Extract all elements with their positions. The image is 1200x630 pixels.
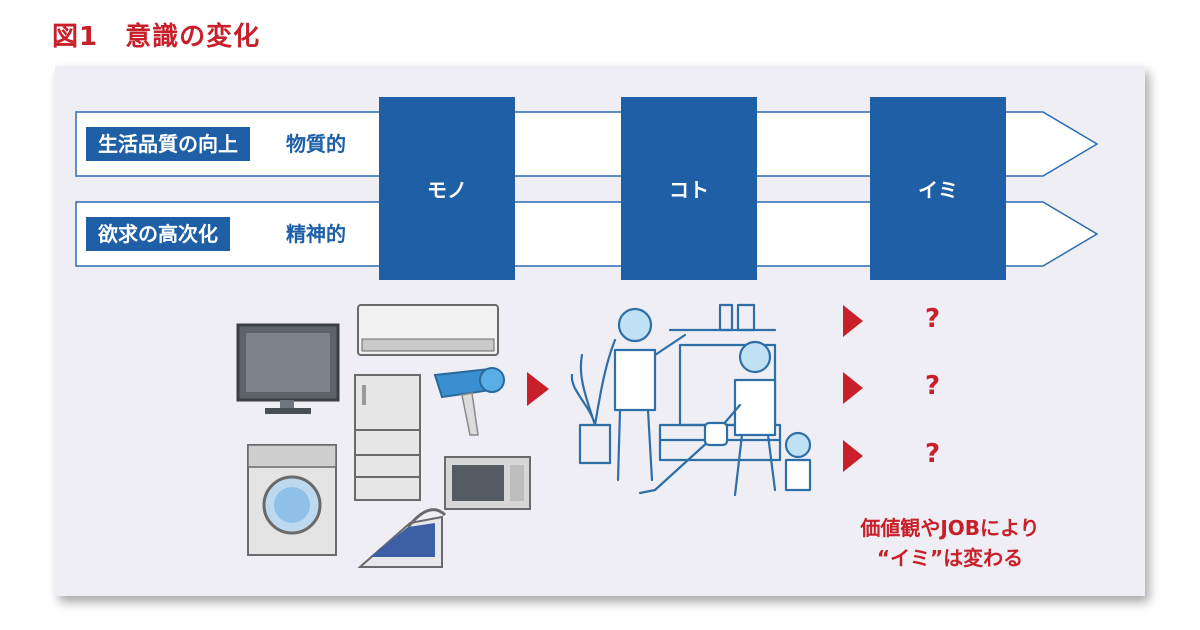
washing-machine-icon	[247, 444, 337, 556]
figure-title: 図1 意識の変化	[52, 22, 261, 52]
family-cleaning-illustration	[570, 303, 812, 497]
question-mark-1: ?	[925, 304, 941, 334]
hair-dryer-icon	[433, 367, 505, 436]
stage-koto: コト	[621, 97, 757, 280]
question-mark-2: ?	[925, 371, 941, 401]
stage-imi: イミ	[870, 97, 1006, 280]
note-text: 価値観やJOBにより “イミ”は変わる	[820, 513, 1080, 573]
arrow-to-koto	[527, 372, 549, 406]
row-label-desire: 欲求の高次化	[86, 217, 230, 251]
products-illustration	[236, 304, 531, 568]
row-sub-spiritual: 精神的	[286, 222, 346, 246]
stage-mono: モノ	[379, 97, 515, 280]
arrow-to-imi-2	[843, 372, 863, 404]
question-mark-3: ?	[925, 439, 941, 469]
microwave-icon	[444, 456, 531, 510]
refrigerator-icon	[354, 374, 421, 501]
row-label-quality: 生活品質の向上	[86, 127, 250, 161]
iron-icon	[357, 508, 447, 568]
arrow-to-imi-3	[843, 440, 863, 472]
note-line-2: “イミ”は変わる	[876, 546, 1024, 570]
row-sub-material: 物質的	[286, 132, 346, 156]
tv-icon	[236, 323, 340, 414]
note-line-1: 価値観やJOBにより	[860, 516, 1040, 540]
air-conditioner-icon	[357, 304, 499, 356]
arrow-to-imi-1	[843, 305, 863, 337]
